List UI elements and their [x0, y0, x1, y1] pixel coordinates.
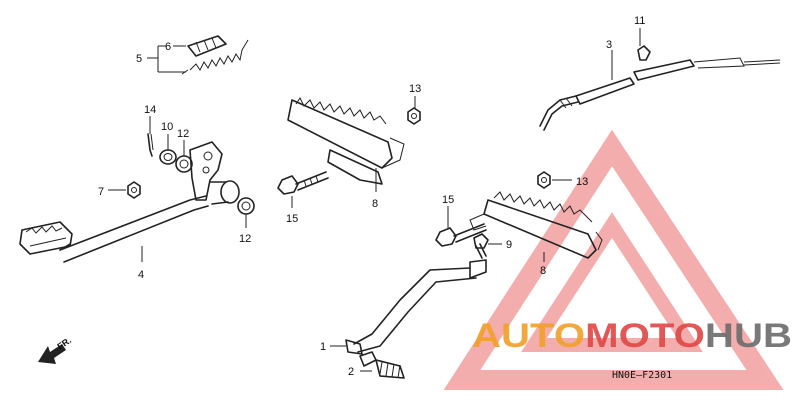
cotter-pin-part	[147, 133, 154, 157]
part-number-label: 9	[506, 239, 512, 251]
nut-part-13-lower	[537, 171, 551, 189]
watermark-text-auto: AUTO	[472, 317, 585, 355]
part-number-label: 13	[576, 176, 588, 188]
part-number-label: 7	[98, 186, 104, 198]
part-number-label: 2	[348, 366, 354, 378]
part-number-label: 1	[320, 341, 326, 353]
nut-part-13-upper	[407, 107, 421, 125]
part-number-label: 12	[177, 128, 189, 140]
spring-part	[181, 35, 249, 75]
part-number-label: 15	[286, 213, 298, 225]
leader-lines	[108, 28, 641, 372]
footpeg-part-upper	[287, 97, 405, 185]
part-number-label: 10	[161, 121, 173, 133]
shift-pedal-part	[345, 259, 487, 355]
logo-triangle-inner	[521, 212, 703, 352]
pedal-rubber-part	[359, 351, 405, 379]
footpeg-part-lower	[469, 191, 603, 259]
part-number-label: 13	[409, 83, 421, 95]
part-number-label: 11	[634, 15, 645, 27]
part-number-label: 6	[165, 41, 171, 53]
cable-part	[539, 45, 781, 131]
logo-triangle-outer	[443, 129, 784, 390]
drawing-code: HN0E—F2301	[612, 370, 672, 381]
part-number-label: 4	[138, 269, 144, 281]
watermark-logo	[443, 129, 784, 390]
front-direction-arrow-icon: FR.	[38, 335, 73, 364]
nut-part-7	[127, 181, 141, 199]
bolt-part-9	[473, 233, 489, 259]
part-number-label: 8	[540, 265, 546, 277]
bolt-part-15-lower	[435, 223, 487, 247]
bolt-part-15-upper	[277, 171, 329, 195]
brake-pedal-part	[19, 141, 240, 263]
watermark-text-hub: HUB	[705, 317, 792, 355]
part-number-label: 14	[144, 104, 156, 116]
part-number-label: 8	[372, 198, 378, 210]
part-number-label: 3	[606, 39, 612, 51]
part-number-labels: 6 5 14 10 12 7 12 4 13 15 8 3 11 13 15 9…	[98, 15, 645, 378]
watermark-text-moto: MOTO	[585, 317, 705, 355]
part-number-label: 5	[136, 53, 142, 65]
part-number-label: 12	[239, 233, 251, 245]
part-number-label: 15	[442, 194, 454, 206]
